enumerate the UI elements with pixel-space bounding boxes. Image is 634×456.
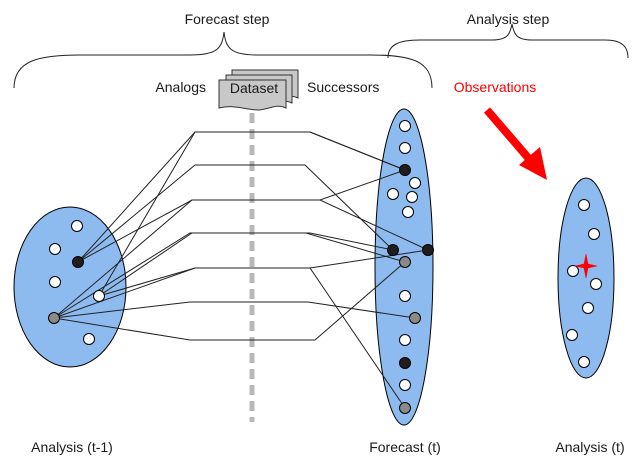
analysis-step-label: Analysis step	[467, 11, 550, 27]
forecast-t-label: Forecast (t)	[369, 439, 441, 455]
dataset-icon	[218, 69, 299, 111]
observations-label: Observations	[454, 79, 536, 95]
analogs-label: Analogs	[155, 79, 206, 95]
analysis-step-brace	[387, 23, 629, 59]
observation-star-icon	[574, 253, 598, 279]
analysis-prev-ellipse	[13, 206, 127, 368]
analysis-prev-members	[48, 220, 105, 345]
forecast-step-brace	[13, 31, 433, 89]
analysis-t-members	[566, 199, 602, 368]
analog-successor-links	[53, 131, 429, 409]
analysis-t-label: Analysis (t)	[555, 439, 624, 455]
successors-label: Successors	[307, 79, 379, 95]
forecast-step-label: Forecast step	[185, 11, 270, 27]
analysis-prev-label: Analysis (t-1)	[31, 439, 113, 455]
observations-arrow-icon	[483, 107, 547, 180]
forecast-members	[387, 120, 434, 414]
dataset-label: Dataset	[230, 80, 278, 96]
